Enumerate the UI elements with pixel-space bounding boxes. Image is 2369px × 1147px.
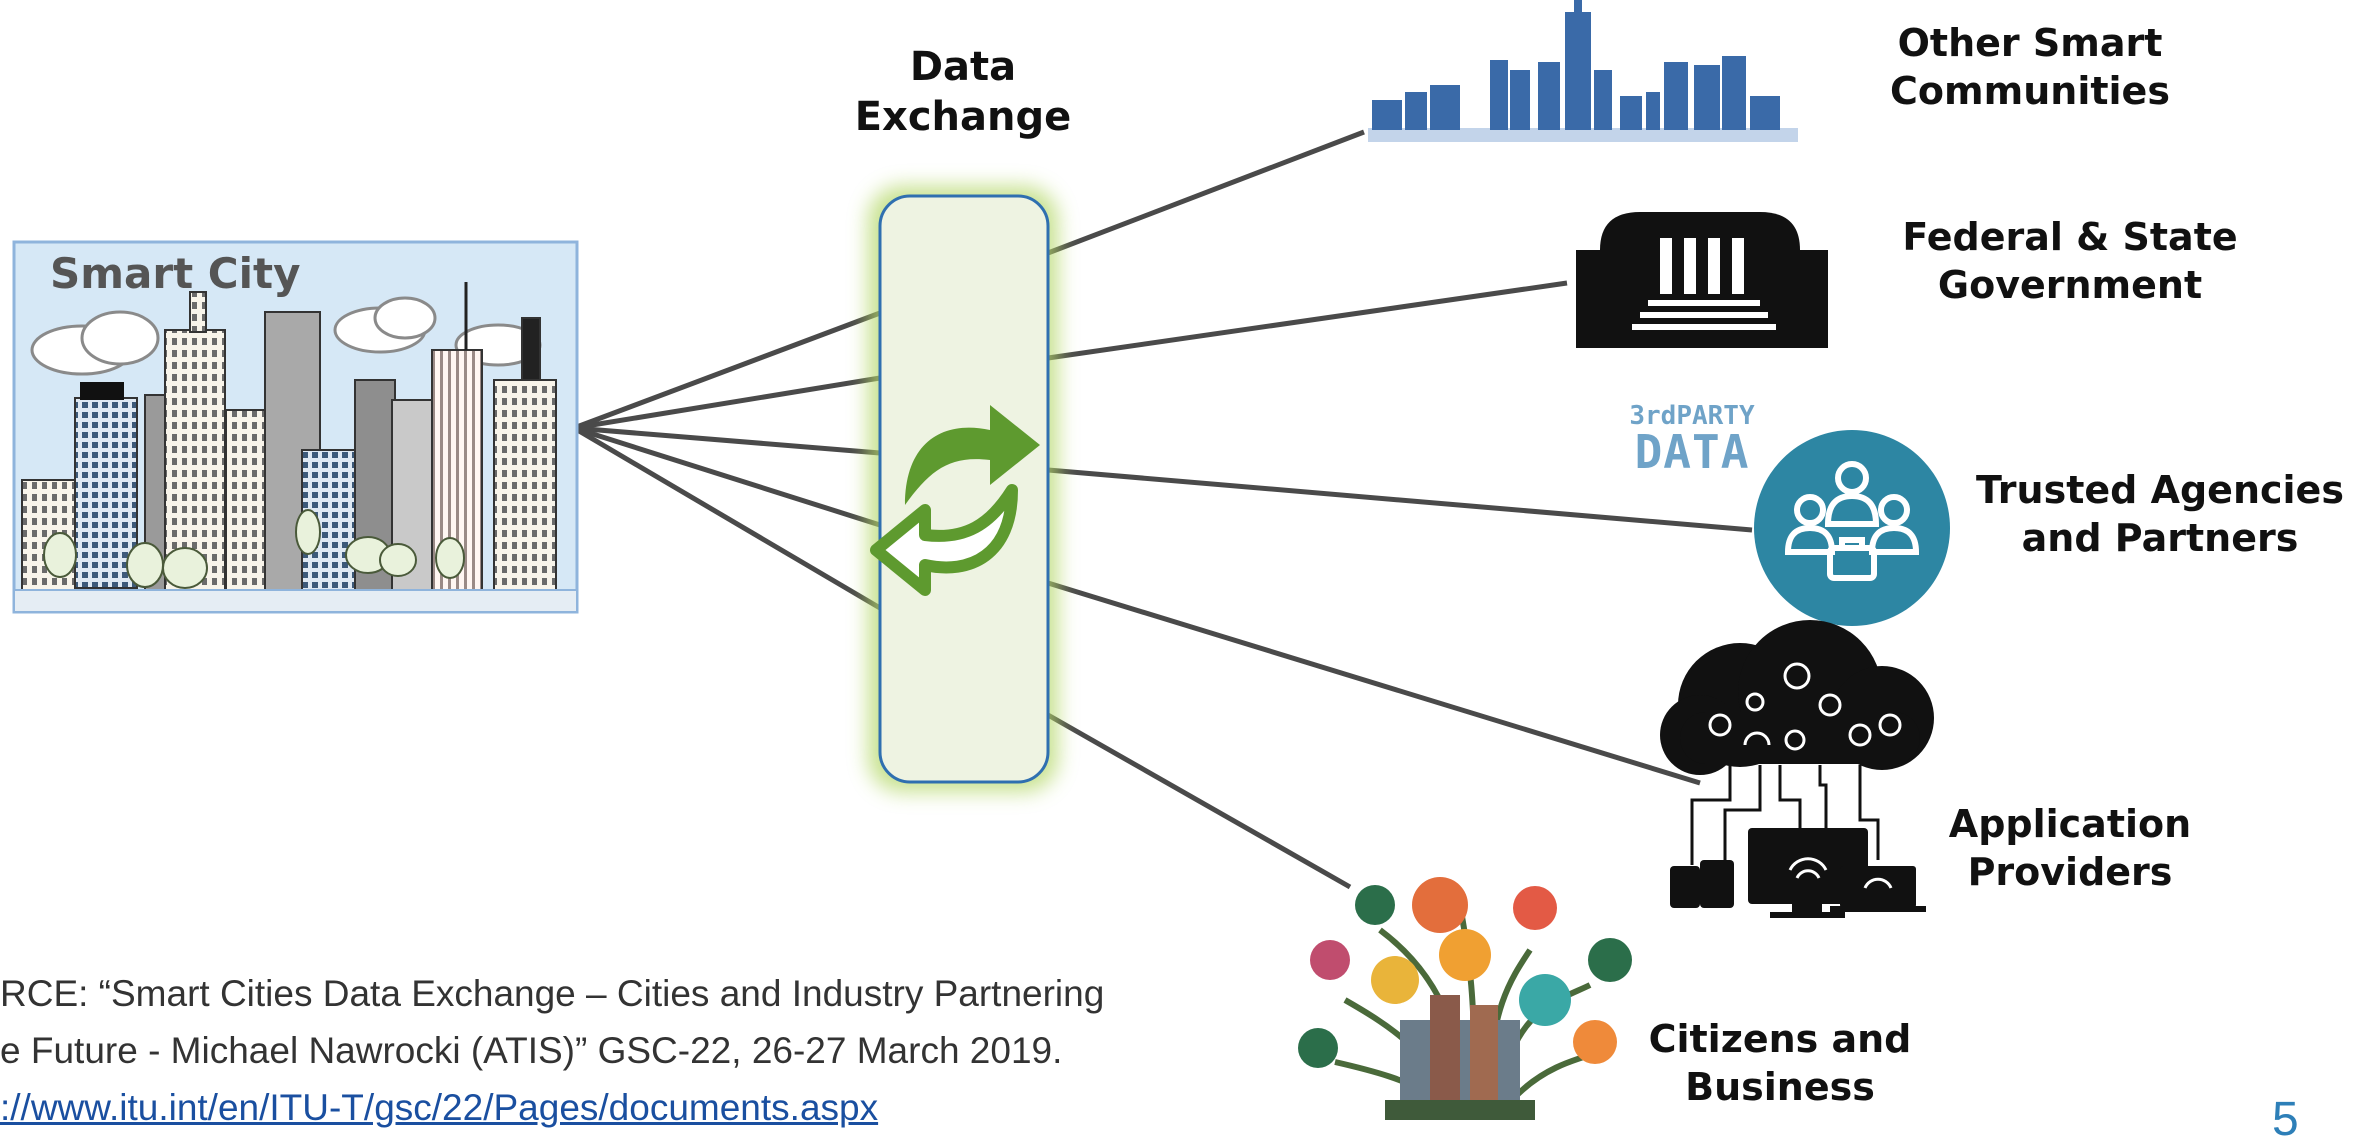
label-other-smart-communities: Other Smart Communities bbox=[1890, 21, 2170, 113]
page-number: 5 bbox=[2272, 1093, 2299, 1146]
data-exchange-title: Data Exchange bbox=[854, 44, 1072, 140]
application-cloud-icon bbox=[1660, 620, 1934, 918]
source-citation: RCE: “Smart Cities Data Exchange – Citie… bbox=[0, 965, 1260, 1136]
devices-icon bbox=[1670, 828, 1926, 918]
connector-line bbox=[573, 425, 881, 528]
skyline-communities-image bbox=[1368, 0, 1798, 142]
connector-line bbox=[1047, 467, 1753, 533]
label-federal-state-government: Federal & State Government bbox=[1902, 215, 2238, 307]
connector-line bbox=[572, 425, 882, 611]
data-exchange-hub bbox=[868, 186, 1058, 792]
connector-line bbox=[573, 425, 881, 456]
sync-arrows-icon bbox=[870, 405, 1040, 596]
connector-line bbox=[1047, 580, 1701, 786]
source-line-1: RCE: “Smart Cities Data Exchange – Citie… bbox=[0, 973, 1105, 1014]
connector-line bbox=[1047, 129, 1365, 256]
third-party-data-badge: 3rdPARTY DATA bbox=[1626, 401, 1758, 479]
connector-line bbox=[573, 375, 881, 431]
label-trusted-agencies-partners: Trusted Agencies and Partners bbox=[1976, 468, 2344, 560]
government-building-icon bbox=[1576, 212, 1828, 348]
source-link[interactable]: ://www.itu.int/en/ITU-T/gsc/22/Pages/doc… bbox=[0, 1087, 879, 1128]
smart-city-illustration bbox=[12, 240, 579, 614]
third-party-badge-bottom: DATA bbox=[1634, 425, 1750, 479]
trusted-agencies-icon bbox=[1754, 430, 1950, 626]
citizens-business-illustration bbox=[1298, 877, 1632, 1120]
source-line-2: e Future - Michael Nawrocki (ATIS)” GSC-… bbox=[0, 1030, 1063, 1071]
connector-line bbox=[1046, 712, 1352, 890]
smart-city-label: Smart City bbox=[50, 249, 301, 298]
third-party-badge-top: 3rdPARTY bbox=[1629, 401, 1755, 431]
connector-line bbox=[573, 310, 881, 431]
connector-lines bbox=[572, 129, 1753, 890]
label-citizens-business: Citizens and Business bbox=[1648, 1017, 1912, 1109]
label-application-providers: Application Providers bbox=[1948, 802, 2192, 894]
connector-line bbox=[1047, 280, 1568, 361]
